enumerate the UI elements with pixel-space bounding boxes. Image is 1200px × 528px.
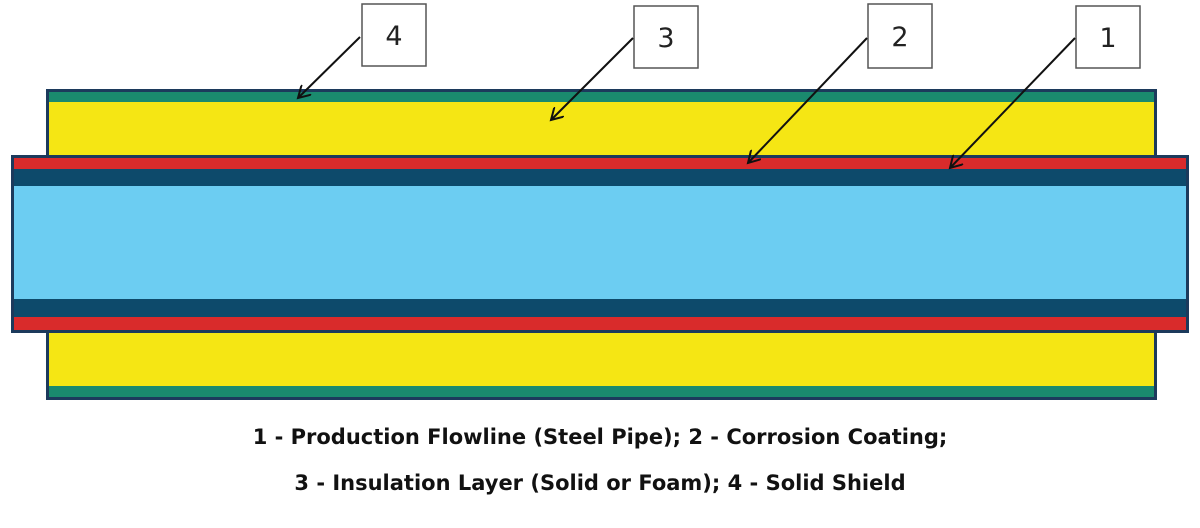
- steel-pipe-wall-top: [14, 169, 1186, 186]
- corrosion-coating-top: [14, 158, 1186, 169]
- callout-box: [1075, 5, 1141, 69]
- callout-arrow: [551, 37, 634, 120]
- legend-line-2: 3 - Insulation Layer (Solid or Foam); 4 …: [294, 471, 906, 495]
- pipe-cross-section-diagram: 4 3 2 1: [11, 3, 1189, 400]
- callout-4: 4: [298, 3, 427, 98]
- callout-arrow: [748, 37, 868, 163]
- legend-line-1: 1 - Production Flowline (Steel Pipe); 2 …: [252, 425, 948, 449]
- callout-box: [633, 5, 699, 69]
- callout-1: 1: [950, 5, 1141, 168]
- callout-box: [361, 3, 427, 67]
- callout-2: 2: [748, 3, 933, 163]
- inner-pipe: [11, 155, 1189, 333]
- callout-number: 3: [657, 23, 674, 54]
- callout-number: 2: [891, 22, 908, 53]
- callout-arrow: [950, 37, 1076, 168]
- pipe-bore: [14, 186, 1186, 299]
- callout-arrow: [298, 36, 361, 98]
- insulation-layer-bottom: [49, 331, 1154, 386]
- callout-box: [867, 3, 933, 69]
- callout-3: 3: [551, 5, 699, 120]
- corrosion-coating-bottom: [14, 317, 1186, 330]
- steel-pipe-wall-bottom: [14, 299, 1186, 317]
- callout-number: 1: [1099, 23, 1116, 54]
- callout-number: 4: [385, 21, 402, 52]
